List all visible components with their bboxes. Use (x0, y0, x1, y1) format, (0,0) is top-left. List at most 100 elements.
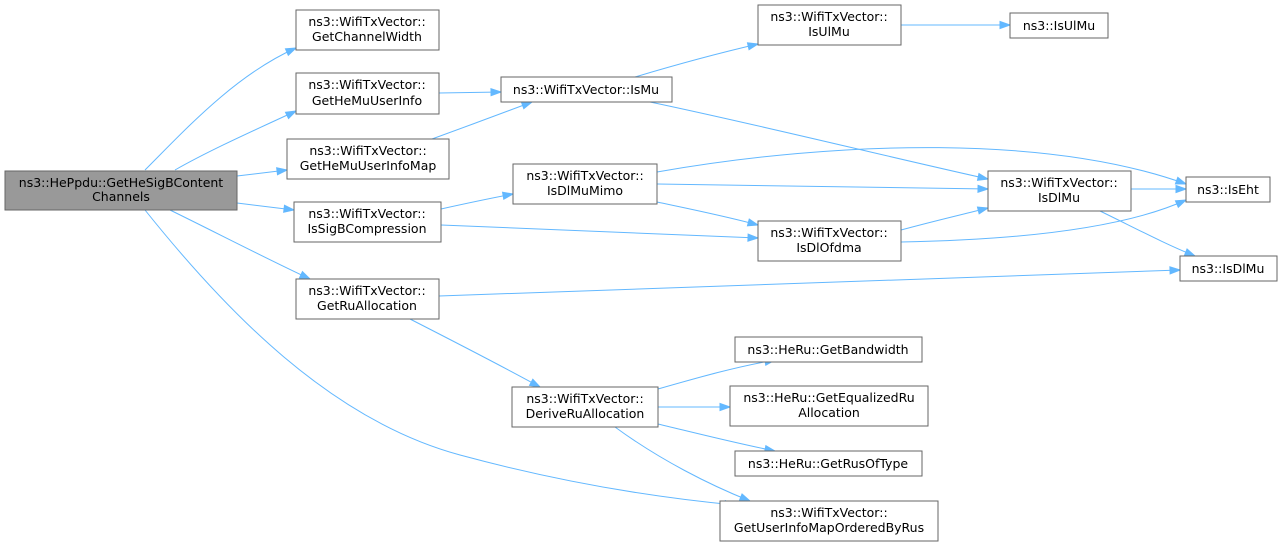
node-is-ul-mu-line-1: ns3::IsUlMu (1023, 18, 1095, 33)
edge-wtv-is-ul-mu-to-is-ul-mu (901, 20, 1012, 30)
edge-wtv-is-dl-mu-to-is-dl-mu (1099, 210, 1197, 257)
edge-is-dl-ofdma-to-is-eht (900, 199, 1188, 243)
edge-line (656, 201, 759, 226)
node-get-channel-width[interactable]: ns3::WifiTxVector:: GetChannelWidth (295, 9, 440, 51)
node-is-dl-ofdma[interactable]: ns3::WifiTxVector:: IsDlOfdma (757, 220, 902, 262)
edge-line (656, 183, 989, 190)
node-get-ru-allocation-line-2: GetRuAllocation (317, 298, 417, 313)
edge-line (440, 224, 759, 239)
node-is-eht[interactable]: ns3::IsEht (1185, 176, 1271, 203)
arrowhead-icon (1175, 184, 1188, 194)
node-derive-ru-allocation-line-1: ns3::WifiTxVector:: (526, 391, 643, 406)
node-is-ul-mu[interactable]: ns3::IsUlMu (1009, 12, 1109, 39)
arrowhead-icon (276, 167, 289, 176)
node-is-eht-line-1: ns3::IsEht (1197, 182, 1259, 197)
edge-line (144, 209, 736, 506)
node-is-dl-ofdma-line-2: IsDlOfdma (796, 240, 861, 255)
node-get-user-info-map-ordered-by-rus-line-2: GetUserInfoMapOrderedByRus (734, 520, 924, 535)
node-wtv-is-ul-mu-line-2: IsUlMu (808, 24, 850, 39)
edges-layer (144, 20, 1197, 509)
edge-is-dl-ofdma-to-wtv-is-dl-mu (900, 206, 990, 231)
edge-get-ru-allocation-to-is-dl-mu (438, 266, 1182, 297)
node-wtv-is-dl-mu-line-2: IsDlMu (1038, 190, 1080, 205)
edge-is-sig-b-compression-to-is-dl-mu-mimo (440, 191, 515, 210)
arrowhead-icon (746, 42, 760, 51)
arrowhead-icon (528, 378, 542, 388)
node-is-dl-mu[interactable]: ns3::IsDlMu (1179, 255, 1278, 282)
edge-derive-ru-allocation-to-get-equalized-ru-allocation (658, 402, 732, 412)
node-root-line-1: ns3::HePpdu::GetHeSigBContent (19, 175, 224, 190)
arrowhead-icon (284, 110, 298, 120)
arrowhead-icon (1169, 266, 1182, 275)
edge-get-ru-allocation-to-derive-ru-allocation (409, 318, 542, 388)
edge-line (438, 269, 1181, 297)
arrowhead-icon (283, 204, 296, 213)
node-get-rus-of-type-line-1: ns3::HeRu::GetRusOfType (748, 456, 908, 471)
node-get-he-mu-user-info-map[interactable]: ns3::WifiTxVector:: GetHeMuUserInfoMap (286, 138, 450, 180)
node-get-bandwidth-line-1: ns3::HeRu::GetBandwidth (747, 342, 908, 357)
arrowhead-icon (719, 402, 732, 412)
edge-root-to-get-he-mu-user-info (174, 110, 298, 171)
arrowhead-icon (976, 206, 990, 215)
edge-wtv-is-dl-mu-to-is-eht (1131, 184, 1188, 194)
node-get-user-info-map-ordered-by-rus[interactable]: ns3::WifiTxVector:: GetUserInfoMapOrdere… (719, 500, 939, 542)
arrowhead-icon (977, 184, 990, 194)
node-wtv-is-ul-mu-line-1: ns3::WifiTxVector:: (770, 9, 887, 24)
node-is-mu[interactable]: ns3::WifiTxVector::IsMu (500, 76, 673, 103)
edge-line (1099, 210, 1196, 257)
arrowhead-icon (501, 191, 515, 200)
node-get-ru-allocation[interactable]: ns3::WifiTxVector:: GetRuAllocation (295, 278, 440, 320)
node-get-user-info-map-ordered-by-rus-line-1: ns3::WifiTxVector:: (770, 505, 887, 520)
edge-is-sig-b-compression-to-is-dl-ofdma (440, 224, 760, 242)
edge-line (649, 101, 989, 180)
edge-line (440, 193, 514, 210)
node-get-rus-of-type[interactable]: ns3::HeRu::GetRusOfType (734, 450, 923, 477)
node-get-he-mu-user-info[interactable]: ns3::WifiTxVector:: GetHeMuUserInfo (295, 72, 440, 115)
arrowhead-icon (746, 218, 760, 227)
arrowhead-icon (747, 233, 760, 242)
edge-line (656, 147, 1187, 185)
node-derive-ru-allocation-line-2: DeriveRuAllocation (526, 406, 645, 421)
arrowhead-icon (1174, 176, 1188, 185)
node-is-sig-b-compression-line-2: IsSigBCompression (307, 221, 426, 236)
edge-line (409, 318, 541, 388)
edge-line (614, 426, 751, 502)
node-get-he-mu-user-info-map-line-1: ns3::WifiTxVector:: (309, 143, 426, 158)
edge-line (144, 47, 297, 171)
node-is-dl-mu-mimo-line-1: ns3::WifiTxVector:: (526, 168, 643, 183)
node-is-dl-mu-mimo[interactable]: ns3::WifiTxVector:: IsDlMuMimo (512, 163, 658, 205)
node-wtv-is-dl-mu-line-1: ns3::WifiTxVector:: (1000, 175, 1117, 190)
edge-root-to-get-user-info-map-ordered-by-rus (144, 209, 737, 509)
node-wtv-is-ul-mu[interactable]: ns3::WifiTxVector:: IsUlMu (757, 4, 902, 46)
node-is-mu-line-1: ns3::WifiTxVector::IsMu (513, 82, 659, 97)
node-root[interactable]: ns3::HePpdu::GetHeSigBContent Channels (4, 170, 238, 211)
node-wtv-is-dl-mu[interactable]: ns3::WifiTxVector:: IsDlMu (987, 170, 1132, 212)
edge-line (431, 101, 533, 140)
node-get-bandwidth[interactable]: ns3::HeRu::GetBandwidth (734, 336, 923, 363)
edge-root-to-get-ru-allocation (169, 209, 312, 280)
edge-line (169, 209, 311, 280)
node-get-equalized-ru-allocation-line-1: ns3::HeRu::GetEqualizedRu (743, 390, 914, 405)
node-get-channel-width-line-2: GetChannelWidth (312, 29, 422, 44)
node-is-dl-mu-mimo-line-2: IsDlMuMimo (547, 183, 623, 198)
edge-line (174, 110, 297, 171)
edge-is-dl-mu-mimo-to-wtv-is-dl-mu (656, 183, 990, 194)
node-get-he-mu-user-info-map-line-2: GetHeMuUserInfoMap (300, 158, 437, 173)
node-get-equalized-ru-allocation-line-2: Allocation (798, 405, 860, 420)
edge-is-mu-to-wtv-is-dl-mu (649, 101, 990, 181)
node-is-dl-ofdma-line-1: ns3::WifiTxVector:: (770, 225, 887, 240)
arrowhead-icon (298, 270, 312, 280)
node-is-sig-b-compression[interactable]: ns3::WifiTxVector:: IsSigBCompression (293, 201, 442, 243)
arrowhead-icon (976, 172, 990, 181)
edge-line (900, 199, 1187, 243)
edge-is-dl-mu-mimo-to-is-eht (656, 147, 1188, 185)
node-derive-ru-allocation[interactable]: ns3::WifiTxVector:: DeriveRuAllocation (511, 386, 659, 428)
node-root-line-2: Channels (92, 189, 150, 204)
node-get-equalized-ru-allocation[interactable]: ns3::HeRu::GetEqualizedRu Allocation (729, 385, 929, 427)
edge-root-to-is-sig-b-compression (236, 202, 296, 213)
edge-root-to-get-channel-width (144, 47, 298, 171)
arrowhead-icon (1174, 199, 1188, 209)
edge-line (900, 207, 989, 231)
nodes-layer: ns3::HePpdu::GetHeSigBContent Channels n… (4, 4, 1278, 542)
edge-root-to-get-he-mu-user-info-map (236, 167, 289, 177)
